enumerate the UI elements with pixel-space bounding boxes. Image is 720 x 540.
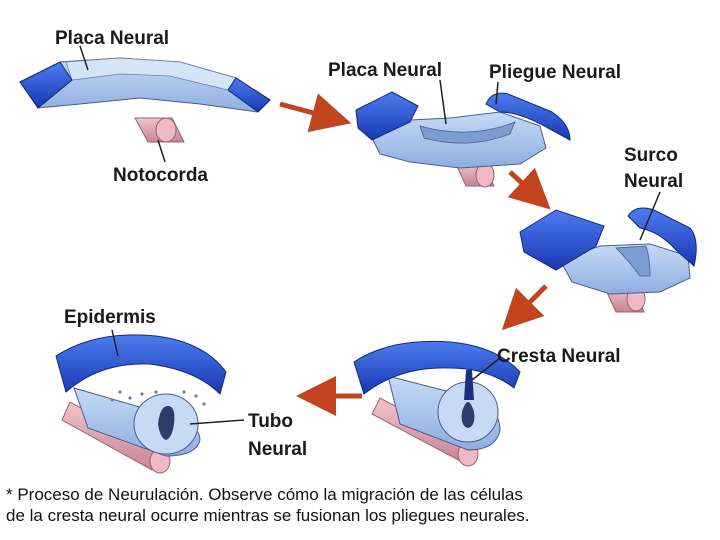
fold-right-3 (627, 207, 697, 267)
stage-1-neural-plate (19, 45, 271, 163)
caption-line-1: * Proceso de Neurulación. Observe cómo l… (6, 485, 523, 504)
caption-line-2: de la cresta neural ocurre mientras se f… (6, 506, 530, 525)
tube-lumen-4 (461, 402, 475, 428)
leader-pliegue (495, 81, 499, 105)
label-cresta-neural: Cresta Neural (497, 346, 621, 367)
label-tubo-2: Neural (248, 439, 307, 460)
notochord-1 (134, 117, 185, 143)
arrow-1 (279, 93, 352, 133)
label-pliegue-neural: Pliegue Neural (489, 62, 621, 83)
ectoderm-right-1 (227, 77, 271, 113)
stage-3-neural-groove (519, 191, 697, 313)
tube-lumen-5 (158, 406, 175, 440)
leader-surco (639, 191, 661, 241)
figure-caption: * Proceso de Neurulación. Observe cómo l… (6, 484, 716, 526)
label-surco-1: Surco (624, 145, 678, 166)
label-surco-2: Neural (624, 171, 683, 192)
leader-cresta (471, 357, 501, 381)
leader-epidermis (111, 329, 119, 357)
leader-placa-1 (79, 45, 89, 71)
ectoderm-4 (353, 340, 521, 395)
stage-2-neural-folds (355, 79, 571, 188)
arrow-2 (507, 167, 551, 210)
arrow-3 (501, 284, 548, 331)
progression-arrows (279, 93, 551, 416)
label-tubo-1: Tubo (248, 411, 293, 432)
fold-right-2 (485, 92, 571, 141)
leader-tubo (189, 419, 245, 425)
ectoderm-left-2 (355, 91, 419, 141)
groove-3 (615, 245, 651, 277)
label-notocorda: Notocorda (113, 165, 208, 186)
label-epidermis: Epidermis (64, 307, 156, 328)
plate-body-3 (559, 243, 691, 295)
ectoderm-left-1 (19, 61, 73, 109)
epidermis-sheet (55, 334, 227, 395)
label-placa-neural-2: Placa Neural (328, 60, 442, 81)
groove-floor-2 (419, 121, 516, 144)
stage-4-neural-crest (353, 340, 521, 467)
leader-notocorda (157, 139, 166, 163)
ectoderm-left-3 (519, 209, 605, 271)
stage-5-neural-tube (55, 329, 245, 474)
leader-placa-2 (439, 79, 447, 125)
crest-cells-4 (464, 370, 474, 400)
label-placa-neural-1: Placa Neural (55, 28, 169, 49)
